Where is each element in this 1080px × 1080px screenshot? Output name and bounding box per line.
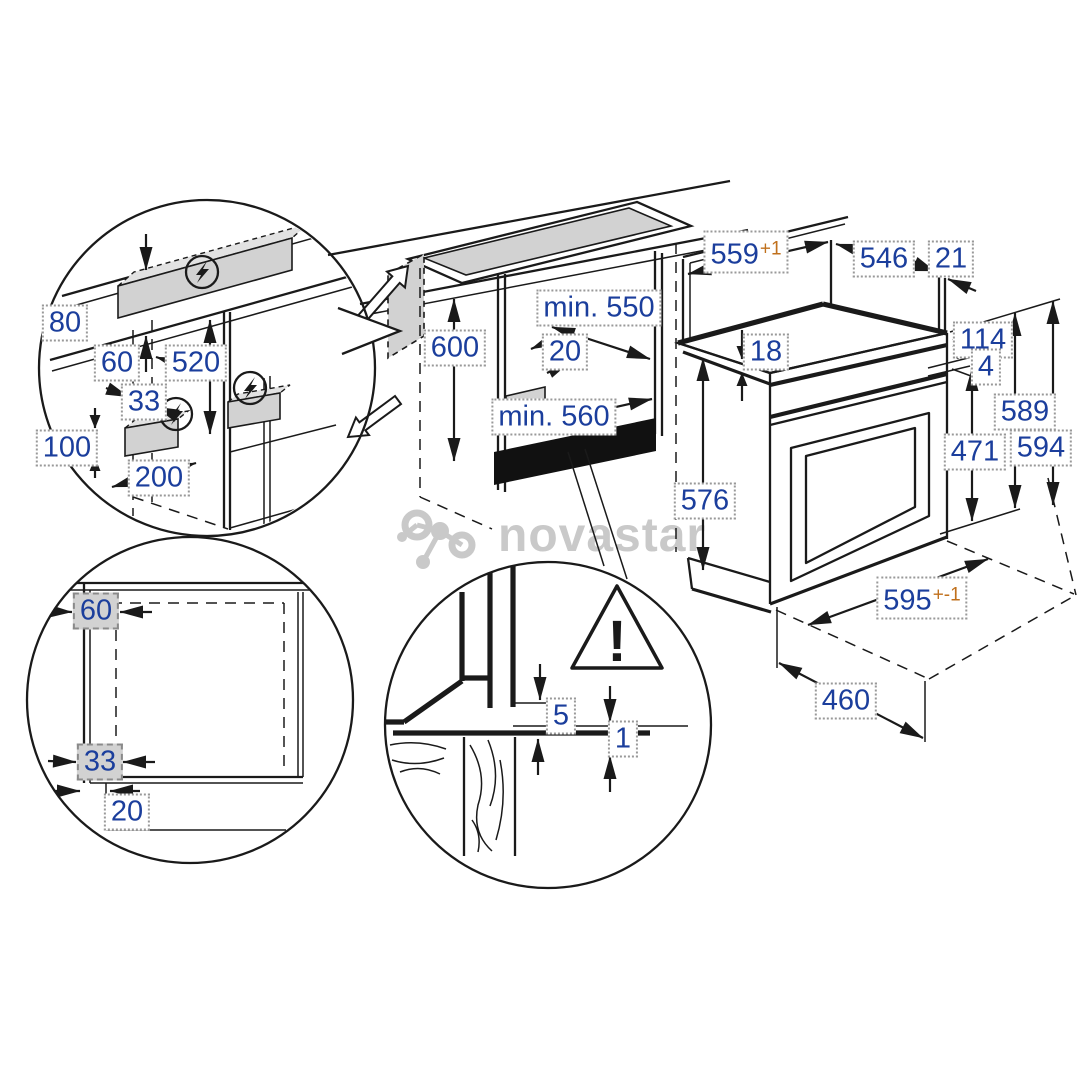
dim-top-trim: 18 — [742, 333, 790, 371]
callout-arrow-bottom — [346, 394, 403, 439]
dim-depth-min: min. 550 — [536, 289, 662, 327]
dim-width-min: min. 560 — [491, 398, 617, 436]
dim-niche-width-tolerance: +1 — [759, 238, 782, 260]
dim-conduit-height: 80 — [41, 304, 89, 342]
connection-box-small — [124, 418, 179, 457]
dim-base-width-tolerance: +-1 — [932, 584, 961, 606]
dim-offset-a: 60 — [93, 344, 141, 382]
dim-side-height: 576 — [673, 482, 737, 520]
dim-niche-width: 559+1 — [703, 230, 789, 274]
wood-grain — [469, 739, 504, 853]
wood-grain — [389, 742, 447, 775]
dim-door-height: 471 — [943, 433, 1007, 471]
dim-setback: 20 — [541, 333, 589, 371]
dim-bottom-clearance: 33 — [76, 743, 124, 781]
conduit-zone — [117, 236, 293, 320]
warning-icon: ! — [570, 584, 664, 674]
dim-drop-height: 520 — [164, 344, 228, 382]
detail-gap-content: ! — [385, 565, 688, 856]
dim-plinth-recess: 20 — [103, 793, 151, 831]
detail-circle-pointer — [338, 308, 400, 354]
detail-circle-gap — [383, 560, 713, 890]
molecule-logo-icon — [397, 509, 476, 569]
dim-box-width: 200 — [127, 459, 191, 497]
dim-height-back: 589 — [993, 393, 1057, 431]
dim-base-depth: 460 — [814, 682, 878, 720]
cooktop-cutout — [421, 207, 674, 276]
dim-base-width: 595+-1 — [876, 576, 968, 620]
dim-trim-gap: 4 — [970, 348, 1002, 386]
detail-circle-clearances — [25, 535, 355, 865]
warning-mark: ! — [607, 609, 626, 674]
dim-box-height: 100 — [35, 429, 99, 467]
counter-cabinet-drawing — [327, 179, 947, 580]
watermark: novastar — [396, 500, 706, 572]
dim-gap-lower: 1 — [607, 720, 639, 758]
watermark-text: novastar — [498, 509, 707, 562]
dim-top-width: 546 — [852, 240, 916, 278]
dim-height-total: 594 — [1009, 429, 1073, 467]
dim-top-clearance: 60 — [72, 592, 120, 630]
dim-niche-height: 600 — [423, 329, 487, 367]
dim-side-gap: 21 — [927, 240, 975, 278]
dim-gap-upper: 5 — [545, 697, 577, 735]
dim-offset-b: 33 — [120, 383, 168, 421]
detail-circle-electrical — [37, 198, 377, 538]
